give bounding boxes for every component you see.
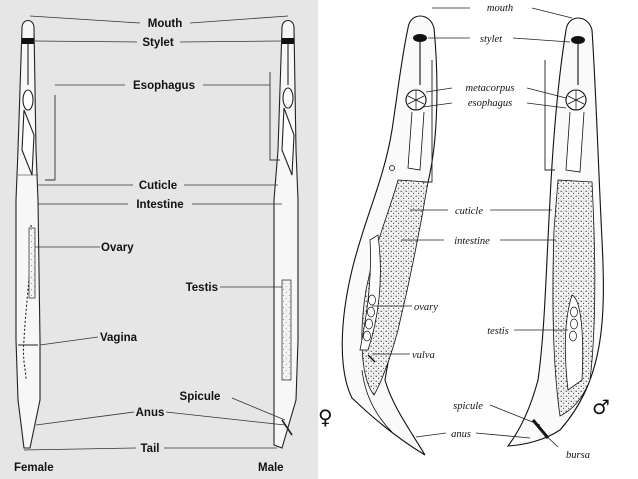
label-esophagus: Esophagus: [133, 80, 195, 92]
left-panel: Mouth Stylet Esophagus Cuticle Intestine…: [0, 0, 318, 479]
label-testis: Testis: [186, 282, 218, 294]
female-esophagus-bracket-right: [422, 60, 433, 183]
label-cuticle: Cuticle: [139, 180, 177, 192]
right-panel: mouth stylet metacorpus esophagus cuticl…: [318, 3, 610, 461]
label-vulva-right: vulva: [412, 350, 435, 361]
left-leader-lines: [23, 15, 289, 451]
label-mouth: Mouth: [148, 18, 182, 30]
label-male: Male: [258, 462, 284, 474]
male-stylet-knob: [571, 36, 585, 44]
male-nematode-drawing: [506, 17, 604, 447]
label-esophagus-right: esophagus: [468, 98, 512, 109]
label-tail: Tail: [141, 443, 160, 455]
male-symbol: ♂: [592, 395, 610, 419]
label-ovary: Ovary: [101, 242, 134, 254]
female-nematode-drawing: [341, 15, 438, 456]
label-intestine-right: intestine: [454, 236, 490, 247]
label-stylet-right: stylet: [480, 34, 503, 45]
male-worm-drawing: [273, 19, 299, 449]
label-bursa-right: bursa: [566, 450, 590, 461]
female-symbol: ♀: [318, 405, 333, 429]
label-intestine: Intestine: [136, 199, 183, 211]
label-spicule: Spicule: [180, 391, 221, 403]
label-testis-right: testis: [487, 326, 509, 337]
right-leader-lines: [372, 7, 573, 448]
label-cuticle-right: cuticle: [455, 206, 483, 217]
label-metacorpus-right: metacorpus: [466, 83, 515, 94]
label-anus-right: anus: [451, 429, 471, 440]
label-anus: Anus: [136, 407, 165, 419]
label-spicule-right: spicule: [453, 401, 483, 412]
male-esophagus-bracket: [269, 72, 280, 161]
female-worm-drawing: [15, 19, 41, 449]
female-ovary: [359, 234, 381, 351]
left-panel-background: [0, 0, 318, 479]
female-esophagus-bracket: [45, 95, 56, 181]
label-mouth-right: mouth: [487, 3, 513, 14]
male-esophagus-bracket-right: [544, 60, 555, 171]
label-vagina: Vagina: [100, 332, 138, 344]
male-testis: [564, 294, 584, 391]
label-ovary-right: ovary: [414, 302, 438, 313]
label-female: Female: [14, 462, 54, 474]
label-stylet: Stylet: [142, 37, 173, 49]
female-stylet-knob: [413, 34, 427, 42]
